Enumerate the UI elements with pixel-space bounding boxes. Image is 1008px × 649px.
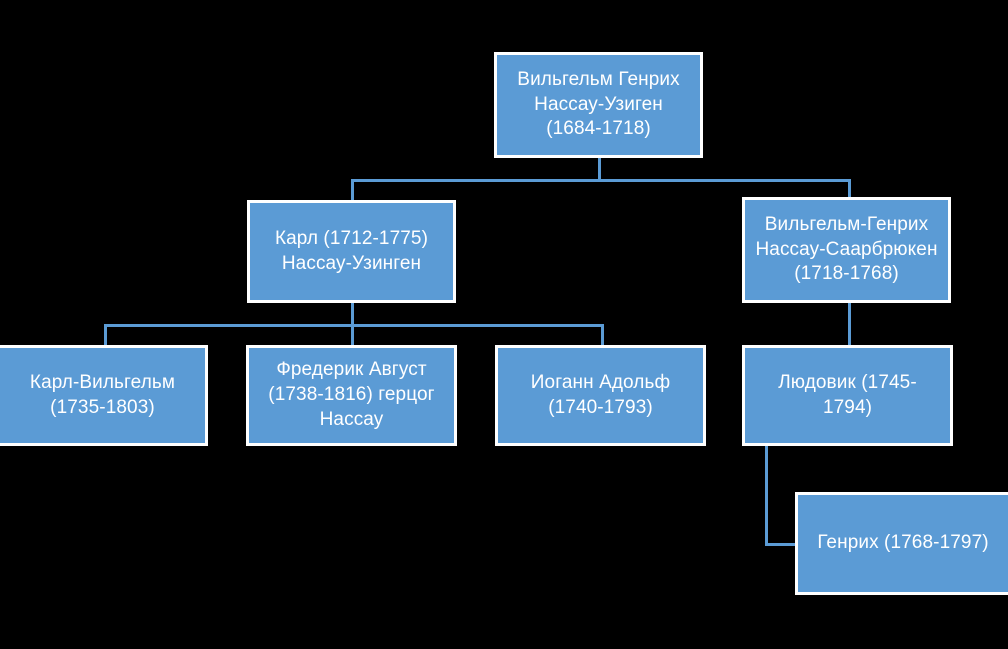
- node-iogann-adolf[interactable]: Иоганн Адольф (1740-1793): [495, 345, 706, 446]
- connector-lyudovik-to-genrih: [765, 543, 798, 546]
- node-lyudovik[interactable]: Людовик (1745- 1794): [742, 345, 953, 446]
- node-karl-wilhelm[interactable]: Карл-Вильгельм (1735-1803): [0, 345, 208, 446]
- connector-lyudovik-drop: [765, 444, 768, 546]
- connector-to-karl: [351, 179, 354, 202]
- connector-to-frederik-avgust: [351, 324, 354, 346]
- connector-to-karl-wilhelm: [104, 324, 107, 346]
- connector-gen1-bus: [351, 179, 851, 182]
- connector-karl-stem: [351, 302, 354, 326]
- node-wilhelm-heinrich-nassau-saarbruecken[interactable]: Вильгельм-Генрих Нассау-Саарбрюкен (1718…: [742, 197, 951, 303]
- connector-gen2-bus: [104, 324, 604, 327]
- node-karl-nassau-usingen[interactable]: Карл (1712-1775) Нассау-Узинген: [247, 200, 456, 303]
- connector-to-iogann-adolf: [601, 324, 604, 346]
- connector-root-stem: [598, 157, 601, 181]
- node-genrih[interactable]: Генрих (1768-1797): [795, 492, 1008, 595]
- connector-saarbruecken-to-lyudovik: [848, 300, 851, 346]
- connector-to-wilhelm-heinrich-saarbruecken: [848, 179, 851, 198]
- node-frederik-avgust[interactable]: Фредерик Август (1738-1816) герцог Насса…: [246, 345, 457, 446]
- node-wilhelm-heinrich-nassau-usigen[interactable]: Вильгельм Генрих Нассау-Узиген (1684-171…: [494, 52, 703, 158]
